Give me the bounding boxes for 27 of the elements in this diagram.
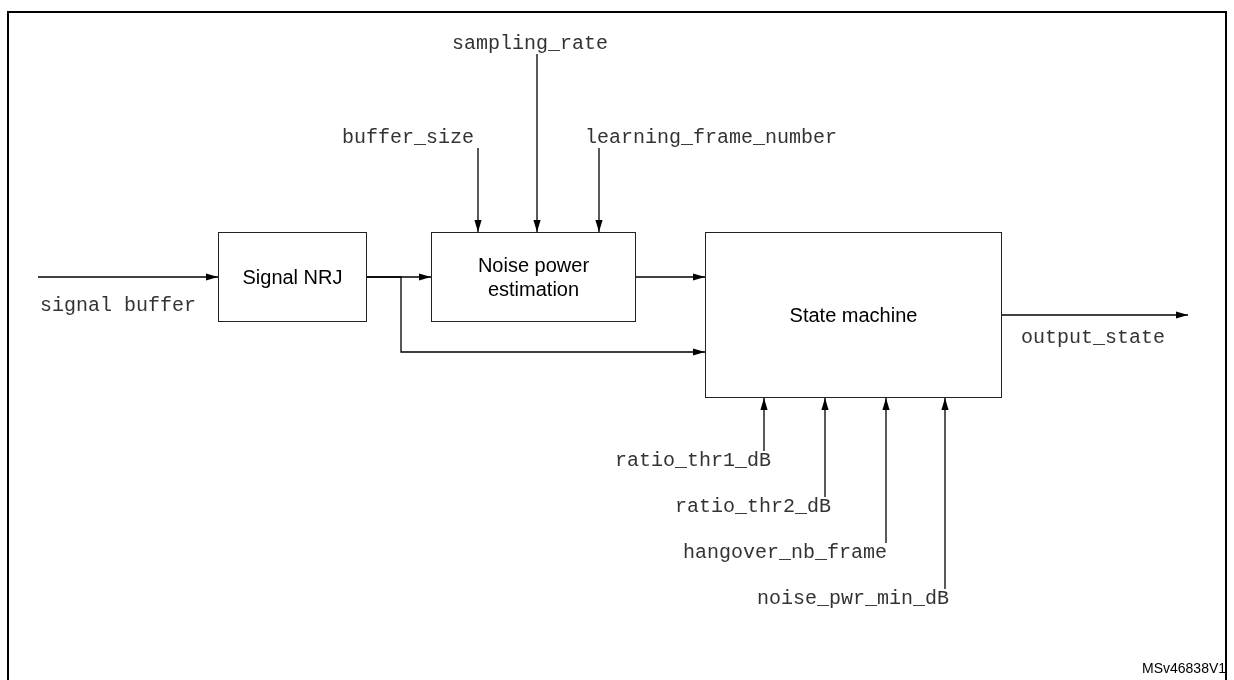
process-box — [705, 232, 1002, 398]
arrow — [1001, 311, 1189, 319]
process-box — [431, 232, 636, 322]
parameter-label: hangover_nb_frame — [683, 543, 888, 563]
figure-id: MSv46838V1 — [1142, 660, 1227, 676]
parameter-label: buffer_size — [342, 128, 475, 148]
arrow — [366, 276, 706, 356]
block-label: Signal NRJ — [242, 265, 343, 289]
arrow — [595, 147, 603, 233]
arrow — [635, 273, 706, 281]
arrow — [37, 273, 219, 281]
arrow — [821, 397, 829, 498]
signal-label: signal buffer — [40, 296, 197, 316]
process-box — [218, 232, 367, 322]
parameter-label: ratio_thr2_dB — [675, 497, 832, 517]
block-label: Noise power estimation — [476, 253, 591, 301]
arrow — [533, 53, 541, 233]
arrow — [941, 397, 949, 590]
parameter-label: noise_pwr_min_dB — [757, 589, 950, 609]
parameter-label: ratio_thr1_dB — [615, 451, 772, 471]
parameter-label: learning_frame_number — [585, 128, 838, 148]
arrow — [474, 147, 482, 233]
signal-label: output_state — [1021, 328, 1166, 348]
parameter-label: sampling_rate — [452, 34, 609, 54]
arrow — [882, 397, 890, 544]
arrow — [760, 397, 768, 452]
block-label: State machine — [789, 303, 918, 327]
